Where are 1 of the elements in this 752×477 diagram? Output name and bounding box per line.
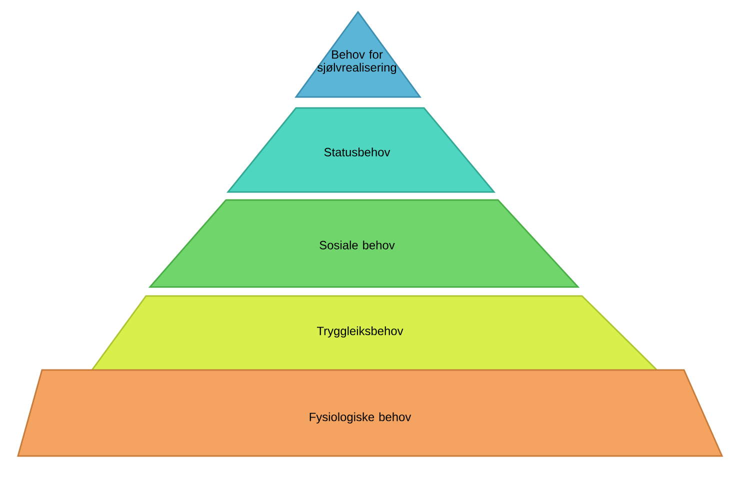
pyramid-level: Fysiologiske behov	[17, 369, 724, 457]
